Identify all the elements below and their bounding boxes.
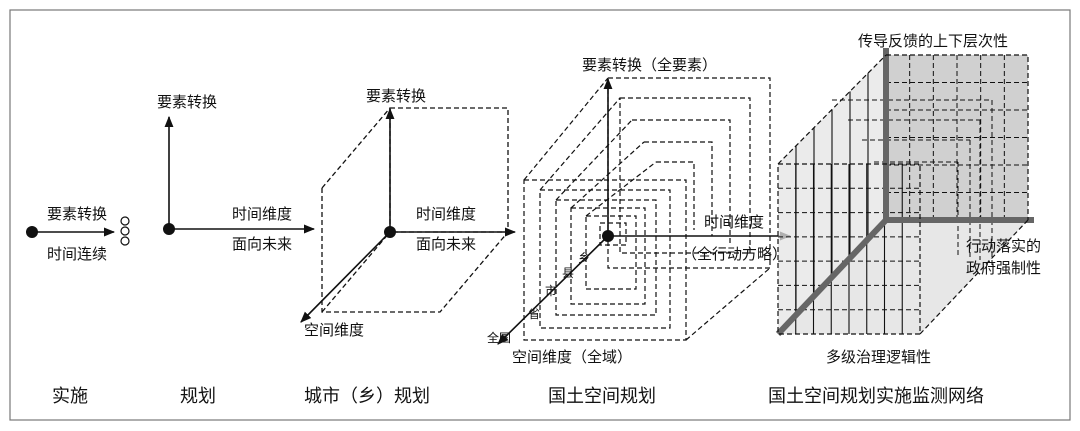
dashed-cube xyxy=(777,54,1029,335)
origin-dot xyxy=(384,226,396,238)
level-nation: 全国 xyxy=(487,330,511,345)
label-government-enforcement: 政府强制性 xyxy=(966,259,1041,277)
continuation-circle xyxy=(120,216,130,226)
origin-dot xyxy=(26,226,38,238)
outer-frame xyxy=(9,9,1071,421)
label-space-dimension: 空间维度 xyxy=(304,321,364,339)
dashed-parallelepiped xyxy=(321,107,509,313)
level-township: 乡 xyxy=(578,251,590,265)
nested-dashed-boxes xyxy=(523,77,771,341)
continuation-circle xyxy=(120,226,130,236)
continuation-circle xyxy=(120,236,130,246)
label-full-domain-space: 空间维度（全域） xyxy=(512,348,632,366)
space-axis xyxy=(300,231,391,323)
caption-implementation: 实施 xyxy=(52,386,88,407)
caption-monitoring-network: 国土空间规划实施监测网络 xyxy=(768,386,984,407)
label-factor-conversion: 要素转换 xyxy=(47,205,107,223)
monitoring-grid xyxy=(778,55,1028,334)
label-time-dimension: 时间维度 xyxy=(416,205,476,223)
label-action-implementation: 行动落实的 xyxy=(966,237,1041,255)
label-hierarchical-feedback: 传导反馈的上下层次性 xyxy=(858,32,1008,50)
space-axis xyxy=(497,235,609,345)
level-county: 县 xyxy=(562,266,574,280)
panel-territorial-planning: 要素转换（全要素） 时间维度 （全行动方略） 乡 县 市 省 全国 空间维度（全… xyxy=(487,56,792,407)
label-time-dimension: 时间维度 xyxy=(232,205,292,223)
label-factor-conversion: 要素转换 xyxy=(157,93,217,111)
label-full-factor-conversion: 要素转换（全要素） xyxy=(582,56,717,74)
level-city: 市 xyxy=(545,283,557,298)
diagonal-bar xyxy=(775,217,889,337)
label-full-action-strategy: （全行动方略） xyxy=(682,245,787,263)
caption-territorial-planning: 国土空间规划 xyxy=(548,386,656,407)
panel-implementation: 要素转换 时间连续 实施 xyxy=(26,205,130,407)
level-province: 省 xyxy=(528,307,540,321)
label-future-oriented: 面向未来 xyxy=(416,235,476,253)
label-multilevel-governance: 多级治理逻辑性 xyxy=(826,348,931,366)
origin-dot xyxy=(163,223,175,235)
label-time-continuity: 时间连续 xyxy=(47,245,107,263)
panel-planning: 要素转换 时间维度 面向未来 规划 xyxy=(157,93,316,407)
floor-face-shade xyxy=(778,220,1028,334)
caption-planning: 规划 xyxy=(180,386,216,407)
label-future-oriented: 面向未来 xyxy=(232,235,292,253)
label-time-dimension: 时间维度 xyxy=(704,213,764,231)
caption-urban-rural-planning: 城市（乡）规划 xyxy=(304,386,430,407)
panel-urban-rural-planning: 要素转换 时间维度 面向未来 空间维度 城市（乡）规划 xyxy=(300,87,517,407)
origin-dot xyxy=(602,230,614,242)
panel-monitoring-network: 传导反馈的上下层次性 行动落实的 政府强制性 多级治理逻辑性 国土空间规划实施监… xyxy=(768,32,1041,407)
label-factor-conversion: 要素转换 xyxy=(366,87,426,105)
